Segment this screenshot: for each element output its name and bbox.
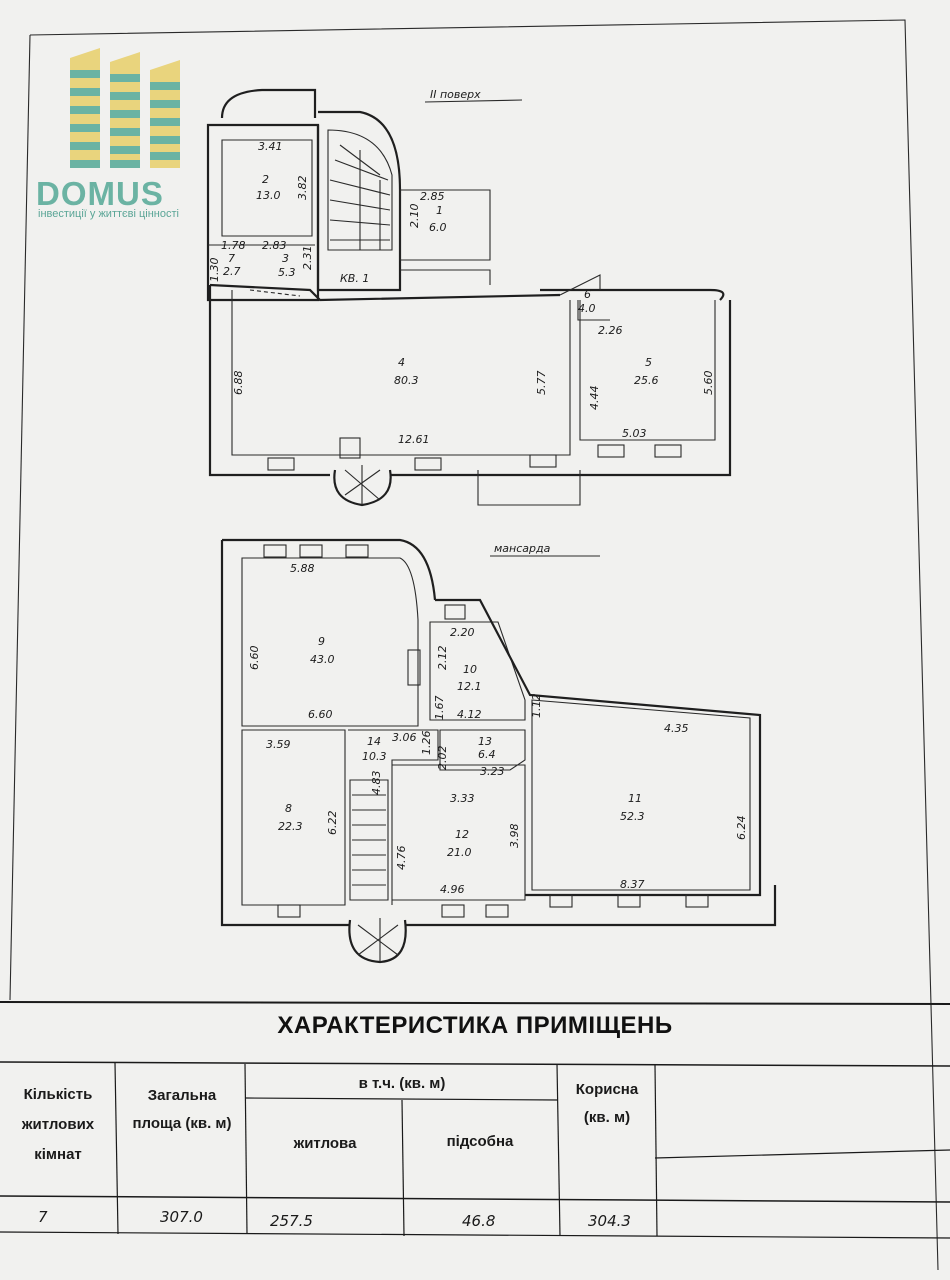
header-auxiliary: підсобна bbox=[446, 1133, 514, 1150]
header-rooms-count: Кількість житлових кімнат bbox=[21, 1086, 95, 1163]
room-area: 6.0 bbox=[429, 221, 447, 234]
table-grid bbox=[0, 1001, 950, 1239]
domus-logo: DOMUS інвестиції у життєві цінності bbox=[30, 40, 220, 240]
room-area: 43.0 bbox=[310, 653, 335, 666]
dimension: 4.44 bbox=[588, 386, 601, 411]
dimension: 1.26 bbox=[420, 731, 433, 756]
room-number: 14 bbox=[367, 735, 381, 748]
dimension: 3.33 bbox=[450, 792, 475, 805]
room-number: 9 bbox=[318, 635, 325, 648]
dimension: 2.12 bbox=[436, 646, 449, 671]
dimension: 3.82 bbox=[296, 176, 309, 201]
room-number: 5 bbox=[645, 356, 652, 369]
room-number: 1 bbox=[436, 204, 443, 217]
header-living: житлова bbox=[293, 1135, 357, 1152]
dimension: 2.26 bbox=[598, 324, 623, 337]
attic-title: мансарда bbox=[494, 542, 551, 555]
dimension: 4.96 bbox=[440, 883, 465, 896]
room-area: 80.3 bbox=[394, 374, 419, 387]
value-living: 257.5 bbox=[270, 1212, 313, 1230]
attic-room-labels: 9 43.0 10 12.1 14 10.3 13 6.4 8 22.3 12 … bbox=[278, 635, 645, 859]
second-floor-plan bbox=[206, 88, 732, 507]
floor2-room-labels: 2 13.0 1 6.0 3 5.3 7 2.7 4 80.3 5 25.6 6… bbox=[223, 173, 659, 387]
dimension: 4.76 bbox=[395, 846, 408, 871]
value-auxiliary: 46.8 bbox=[462, 1212, 496, 1230]
dimension: 2.20 bbox=[450, 626, 475, 639]
dimension: 5.60 bbox=[702, 371, 715, 396]
attic-dimensions: 5.88 6.60 6.60 2.20 2.12 1.67 4.12 1.12 … bbox=[248, 562, 748, 896]
room-area: 21.0 bbox=[447, 846, 472, 859]
dimension: 12.61 bbox=[398, 433, 430, 446]
dimension: 3.59 bbox=[266, 738, 291, 751]
floor2-title: ІІ поверх bbox=[430, 88, 481, 101]
dimension: 5.77 bbox=[535, 371, 548, 396]
value-rooms-count: 7 bbox=[38, 1208, 48, 1226]
room-number: 2 bbox=[262, 173, 269, 186]
room-number: 4 bbox=[398, 356, 405, 369]
room-area: 2.7 bbox=[223, 265, 241, 278]
floor2-dimensions: 3.41 3.82 2.83 2.31 1.30 1.78 2.85 2.10 … bbox=[208, 140, 715, 446]
dimension: 3.23 bbox=[480, 765, 505, 778]
dimension: 1.12 bbox=[530, 694, 543, 719]
room-area: 13.0 bbox=[256, 189, 281, 202]
dimension: 2.83 bbox=[262, 239, 287, 252]
header-useful: Корисна (кв. м) bbox=[575, 1081, 639, 1126]
dimension: 4.35 bbox=[664, 722, 689, 735]
room-number: 7 bbox=[228, 252, 235, 265]
room-area: 6.4 bbox=[478, 748, 496, 761]
dimension: 2.02 bbox=[436, 746, 449, 771]
dimension: 2.10 bbox=[408, 204, 421, 229]
page-frame-left bbox=[9, 34, 31, 1001]
header-including: в т.ч. (кв. м) bbox=[358, 1075, 446, 1092]
room-area: 12.1 bbox=[457, 680, 482, 693]
dimension: 5.03 bbox=[622, 427, 647, 440]
dimension: 3.98 bbox=[508, 824, 521, 849]
room-number: 8 bbox=[285, 802, 292, 815]
room-area: 22.3 bbox=[278, 820, 303, 833]
room-area: 5.3 bbox=[278, 266, 296, 279]
dimension: 2.85 bbox=[420, 190, 445, 203]
room-number: 11 bbox=[628, 792, 642, 805]
room-number: 13 bbox=[478, 735, 492, 748]
room-area: 52.3 bbox=[620, 810, 645, 823]
dimension: 8.37 bbox=[620, 878, 645, 891]
room-area: 25.6 bbox=[634, 374, 659, 387]
dimension: 1.67 bbox=[433, 696, 446, 721]
dimension: 5.88 bbox=[290, 562, 315, 575]
room-area: 4.0 bbox=[578, 302, 596, 315]
apartment-label: КВ. 1 bbox=[340, 272, 369, 285]
attic-plan bbox=[220, 538, 777, 964]
dimension: 2.31 bbox=[301, 246, 314, 271]
dimension: 1.78 bbox=[221, 239, 246, 252]
room-number: 3 bbox=[282, 252, 289, 265]
dimension: 6.60 bbox=[308, 708, 333, 721]
dimension: 6.60 bbox=[248, 646, 261, 671]
dimension: 4.12 bbox=[457, 708, 482, 721]
room-number: 10 bbox=[463, 663, 477, 676]
dimension: 3.41 bbox=[258, 140, 283, 153]
brand-name: DOMUS bbox=[36, 175, 164, 212]
table-title: ХАРАКТЕРИСТИКА ПРИМІЩЕНЬ bbox=[277, 1012, 673, 1039]
brand-tagline: інвестиції у життєві цінності bbox=[38, 208, 179, 220]
value-total-area: 307.0 bbox=[160, 1208, 203, 1226]
value-useful: 304.3 bbox=[588, 1212, 631, 1230]
dimension: 4.83 bbox=[370, 771, 383, 796]
room-number: 12 bbox=[455, 828, 469, 841]
room-number: 6 bbox=[584, 288, 591, 301]
dimension: 1.30 bbox=[208, 258, 221, 283]
room-area: 10.3 bbox=[362, 750, 387, 763]
dimension: 3.06 bbox=[392, 731, 417, 744]
building-logo-icon bbox=[70, 48, 180, 168]
header-total-area: Загальна площа (кв. м) bbox=[132, 1087, 232, 1132]
dimension: 6.24 bbox=[735, 816, 748, 841]
dimension: 6.22 bbox=[326, 811, 339, 836]
dimension: 6.88 bbox=[232, 371, 245, 396]
page-frame bbox=[29, 19, 939, 1271]
